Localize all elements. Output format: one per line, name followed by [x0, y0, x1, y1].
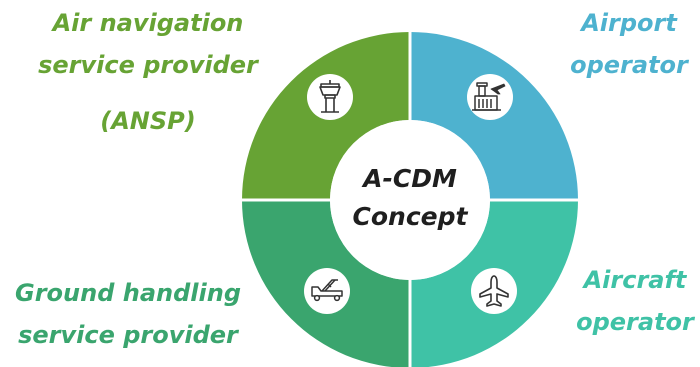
stairs-truck-icon	[304, 268, 350, 314]
center-title-line2: Concept	[352, 202, 468, 231]
center-title-line1: A-CDM	[363, 164, 457, 193]
label-ansp-line1: Air navigation	[52, 9, 244, 37]
label-aircraft: Aircraft operator	[570, 259, 700, 343]
label-ground: Ground handling service provider	[0, 272, 256, 356]
label-airport-line2: operator	[570, 51, 688, 79]
center-disc	[330, 120, 490, 280]
airport-terminal-icon	[467, 74, 513, 120]
label-airport-line1: Airport	[581, 9, 677, 37]
airplane-icon	[471, 268, 517, 314]
label-ansp-line2: service provider	[38, 51, 258, 79]
label-aircraft-line2: operator	[576, 308, 694, 336]
label-ansp-line3: (ANSP)	[100, 107, 196, 135]
control-tower-icon	[307, 74, 353, 120]
center-title: A-CDM Concept	[322, 160, 498, 236]
label-ansp: Air navigation service provider (ANSP)	[0, 2, 296, 142]
label-airport: Airport operator	[560, 2, 698, 86]
label-ground-line1: Ground handling	[15, 279, 241, 307]
label-ground-line2: service provider	[18, 321, 238, 349]
label-aircraft-line1: Aircraft	[583, 266, 687, 294]
